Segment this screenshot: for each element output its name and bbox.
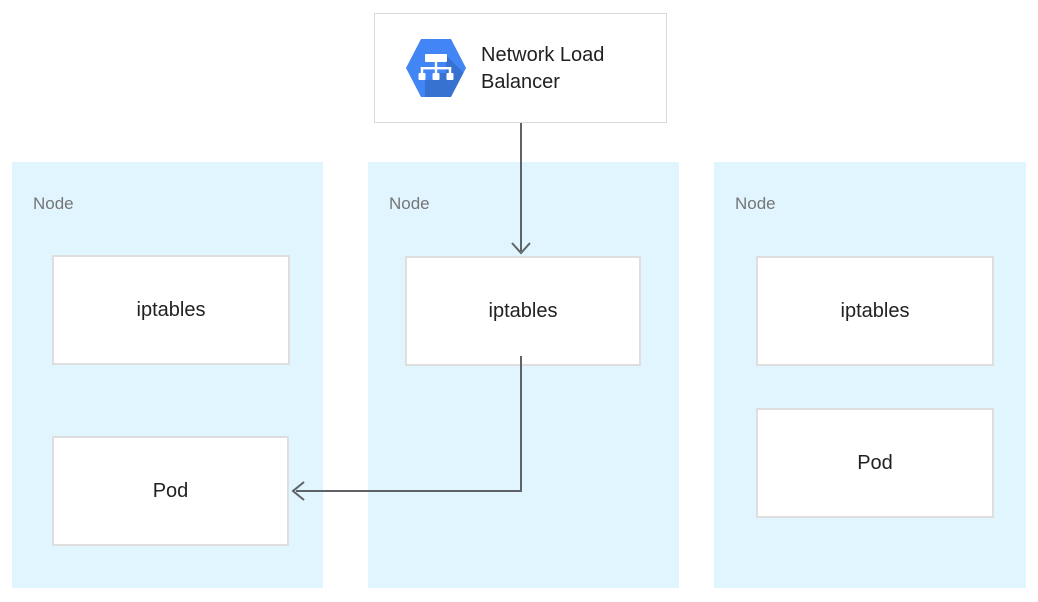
network-load-balancer-icon <box>406 39 466 97</box>
node-1-iptables-box: iptables <box>52 255 290 365</box>
node-1-label: Node <box>33 194 74 213</box>
node-container-2: Node iptables <box>368 162 679 588</box>
node-1-iptables-label: iptables <box>136 298 206 321</box>
node-2-label: Node <box>389 194 430 213</box>
node-3-pod-label: Pod <box>857 451 893 474</box>
node-2-iptables-box: iptables <box>405 256 641 366</box>
node-3-iptables-label: iptables <box>840 299 910 322</box>
node-container-1: Node iptables Pod <box>12 162 323 588</box>
node-container-3: Node iptables Pod <box>714 162 1026 588</box>
node-1-pod-box: Pod <box>52 436 289 546</box>
node-1-pod-label: Pod <box>152 479 189 502</box>
network-load-balancer-label: Network Load Balancer <box>481 44 605 93</box>
node-3-iptables-box: iptables <box>756 256 994 366</box>
node-3-label: Node <box>735 194 776 213</box>
node-3-pod-box: Pod <box>756 408 994 518</box>
node-2-iptables-label: iptables <box>488 299 558 322</box>
network-load-balancer-box: Network Load Balancer <box>374 13 667 123</box>
